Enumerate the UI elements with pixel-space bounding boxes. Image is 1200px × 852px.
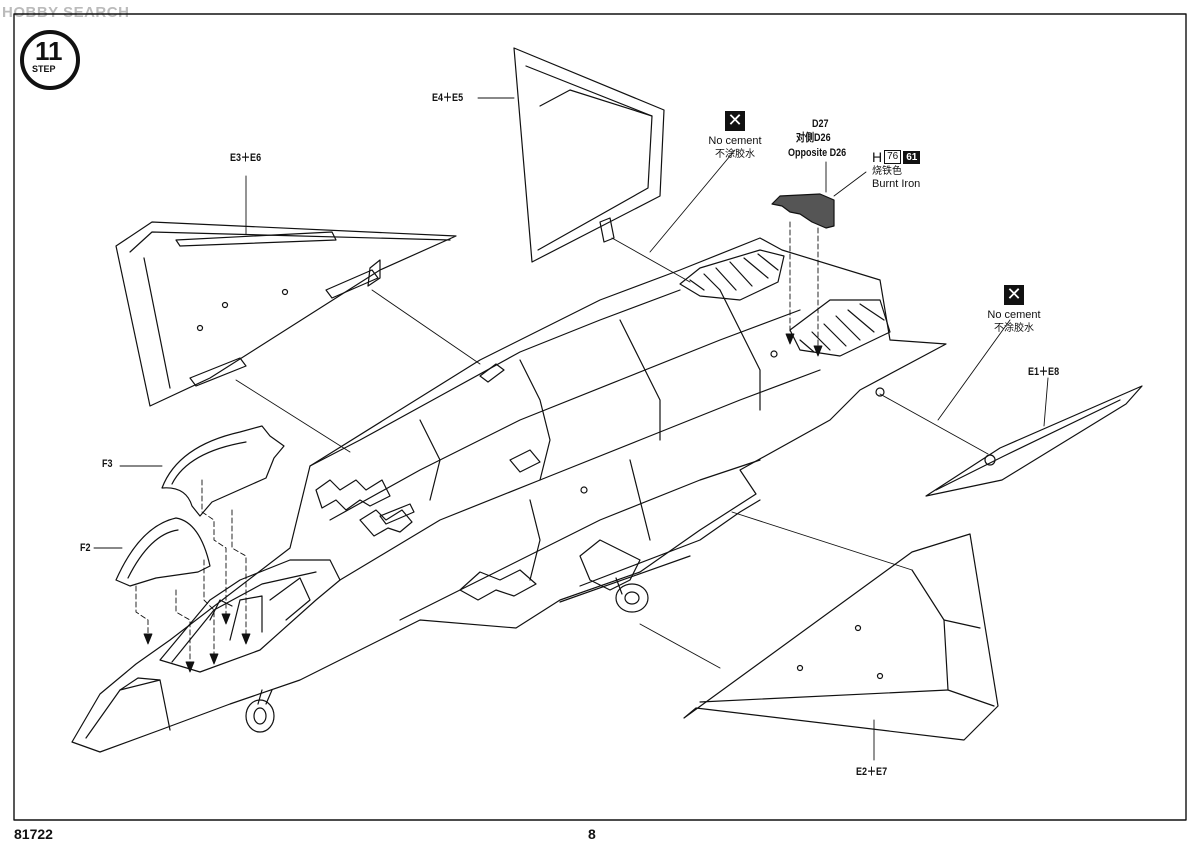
- no-cement-cn-label: 不涂胶水: [994, 323, 1034, 334]
- label-d27-cn: 对側D26: [796, 132, 831, 144]
- no-cement-label: No cement: [987, 309, 1041, 321]
- left-wing-part: [115, 221, 457, 407]
- watermark: HOBBY SEARCH: [2, 4, 129, 21]
- label-e3-e6: E3＋E6: [230, 152, 262, 164]
- fuselage: [71, 237, 947, 753]
- intake-part-d27: [771, 193, 835, 229]
- label-e1-e8: E1＋E8: [1028, 366, 1060, 378]
- page-frame: [13, 13, 1187, 821]
- step-badge: [20, 30, 80, 90]
- label-d27: D27: [812, 118, 829, 130]
- no-cement-icon: ✕: [1004, 285, 1024, 305]
- kit-number: 81722: [14, 826, 53, 842]
- vertical-tail-part: [513, 47, 665, 263]
- page-number: 8: [588, 826, 596, 842]
- no-cement-cn-label: 不涂胶水: [715, 149, 755, 160]
- paint-name-cn: 烧铁色: [872, 166, 902, 177]
- watermark-text: HOBBY SEARCH: [2, 4, 130, 21]
- label-d27-opposite: Opposite D26: [788, 147, 847, 159]
- no-cement-icon: ✕: [725, 111, 745, 131]
- right-wing-part: [683, 533, 999, 741]
- label-f2: F2: [80, 542, 91, 554]
- label-e4-e5: E4＋E5: [432, 92, 464, 104]
- right-stabilizer-part: [925, 385, 1143, 497]
- canopy-frame-part-f3: [161, 425, 285, 517]
- label-e2-e7: E2＋E7: [856, 766, 888, 778]
- canopy-part-f2: [115, 517, 211, 587]
- step-word: STEP: [32, 64, 56, 74]
- paint-code-2: 61: [903, 150, 921, 164]
- paint-prefix: H: [872, 149, 883, 165]
- no-cement-label: No cement: [708, 135, 762, 147]
- paint-name-en: Burnt Iron: [872, 178, 921, 190]
- paint-code-1: 76: [884, 150, 902, 164]
- assembly-lines: [93, 97, 1049, 761]
- label-f3: F3: [102, 458, 113, 470]
- step-number: 11: [35, 36, 63, 66]
- paint-code-badge: H 76 61: [872, 149, 921, 165]
